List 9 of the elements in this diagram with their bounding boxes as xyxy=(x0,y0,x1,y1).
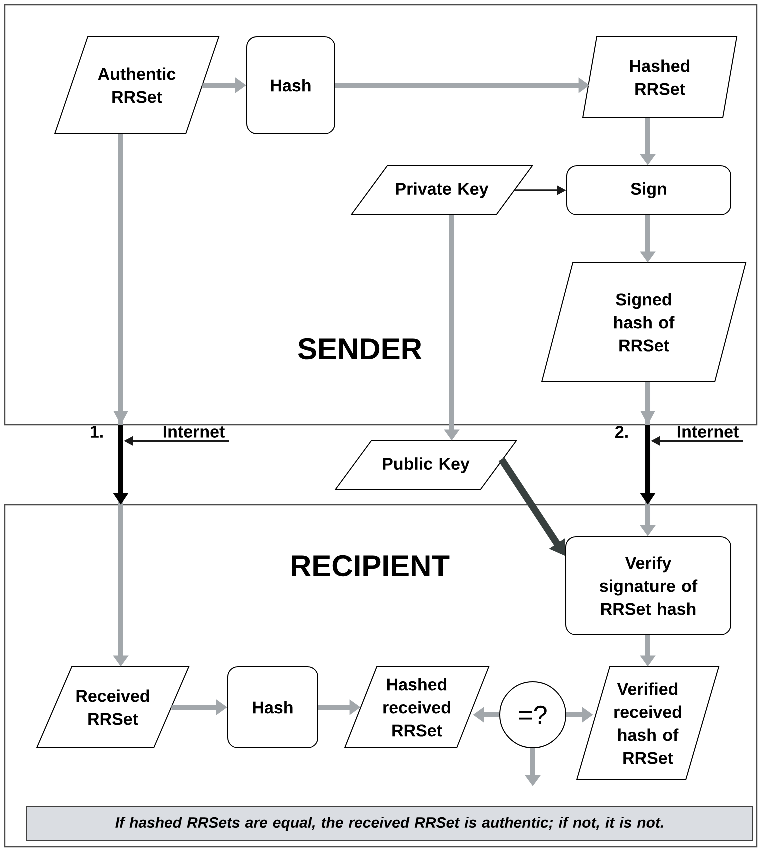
process-box: Hash xyxy=(228,666,318,748)
internet-label: Internet xyxy=(678,426,739,438)
process-box: Sign xyxy=(566,166,732,216)
process-box: Verify signature of RRSet hash xyxy=(566,536,732,636)
step-number: 2. xyxy=(616,426,628,438)
process-box: Hash xyxy=(246,36,336,134)
step-number: 1. xyxy=(90,426,103,438)
note-box: If hashed RRSets are equal, the received RRSet is authentic; if not, it is not. xyxy=(26,806,754,842)
internet-label: Internet xyxy=(164,426,225,438)
